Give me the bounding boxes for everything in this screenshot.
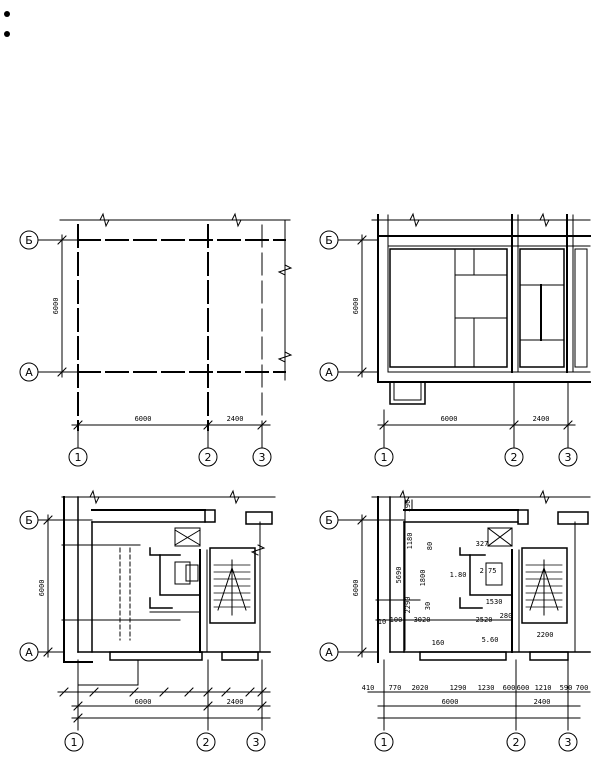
- axis-a-label: А: [325, 366, 333, 379]
- dim-label: 10: [378, 618, 386, 626]
- dim-label: 2400: [534, 698, 551, 706]
- axis-3-label: 3: [253, 736, 260, 749]
- dim-label: 2400: [533, 415, 550, 423]
- dim-label: 2020: [412, 684, 429, 692]
- dim-label: 2.75: [480, 567, 497, 575]
- dim-label: 6000: [135, 415, 152, 423]
- dim-label: 160: [432, 639, 445, 647]
- bullet-list: [4, 4, 18, 44]
- axis-a-label: А: [325, 646, 333, 659]
- dim-label: 600: [503, 684, 516, 692]
- dim-label: 6000: [441, 415, 458, 423]
- axis-1-label: 1: [75, 451, 82, 464]
- axis-a-label: А: [25, 366, 33, 379]
- axis-1-label: 1: [381, 736, 388, 749]
- dim-label: 2400: [227, 415, 244, 423]
- dim-label: 590: [560, 684, 573, 692]
- axis-b-label: Б: [25, 234, 33, 247]
- dim-label: 280: [500, 612, 513, 620]
- dim-label: 1800: [419, 570, 427, 587]
- axis-b-label: Б: [325, 234, 333, 247]
- dim-label: 2400: [227, 698, 244, 706]
- dim-label: 5690: [395, 567, 403, 584]
- dim-label: 190: [404, 500, 412, 513]
- plan-4: [319, 489, 591, 752]
- dim-label: 3020: [414, 616, 431, 624]
- axis-2-label: 2: [511, 451, 518, 464]
- dim-label: 5.60: [482, 636, 499, 644]
- dim-label: 6000: [352, 298, 360, 315]
- dim-label: 6000: [352, 580, 360, 597]
- dim-label: 6000: [442, 698, 459, 706]
- dim-label: 6000: [52, 298, 60, 315]
- dim-label: 2200: [537, 631, 554, 639]
- axis-3-label: 3: [565, 736, 572, 749]
- bullet-item: [4, 4, 18, 24]
- dim-label: 1.80: [450, 571, 467, 579]
- dim-label: 2520: [476, 616, 493, 624]
- axis-2-label: 2: [513, 736, 520, 749]
- axis-1-label: 1: [71, 736, 78, 749]
- dim-label: 30: [424, 602, 432, 610]
- dim-label: 2290: [404, 597, 412, 614]
- dim-label: 100: [390, 616, 403, 624]
- plan-2: [319, 212, 591, 467]
- plan-1: [19, 212, 293, 467]
- axis-2-label: 2: [205, 451, 212, 464]
- axis-a-label: А: [25, 646, 33, 659]
- axis-b-label: Б: [325, 514, 333, 527]
- dim-label: 1210: [535, 684, 552, 692]
- dim-label: 1290: [450, 684, 467, 692]
- bullet-item: [4, 24, 18, 44]
- dim-label: 6000: [38, 580, 46, 597]
- dim-label: 6000: [135, 698, 152, 706]
- dim-label: 1230: [478, 684, 495, 692]
- dim-label: 80: [426, 542, 434, 550]
- dim-label: 1180: [406, 533, 414, 550]
- dim-label: 327: [476, 540, 489, 548]
- plan-3: [19, 489, 276, 752]
- axis-1-label: 1: [381, 451, 388, 464]
- dim-label: 1530: [486, 598, 503, 606]
- axis-3-label: 3: [259, 451, 266, 464]
- dim-label: 410: [362, 684, 375, 692]
- dim-label: 600: [517, 684, 530, 692]
- axis-3-label: 3: [565, 451, 572, 464]
- axis-2-label: 2: [203, 736, 210, 749]
- dim-label: 700: [576, 684, 589, 692]
- axis-b-label: Б: [25, 514, 33, 527]
- dim-label: 770: [389, 684, 402, 692]
